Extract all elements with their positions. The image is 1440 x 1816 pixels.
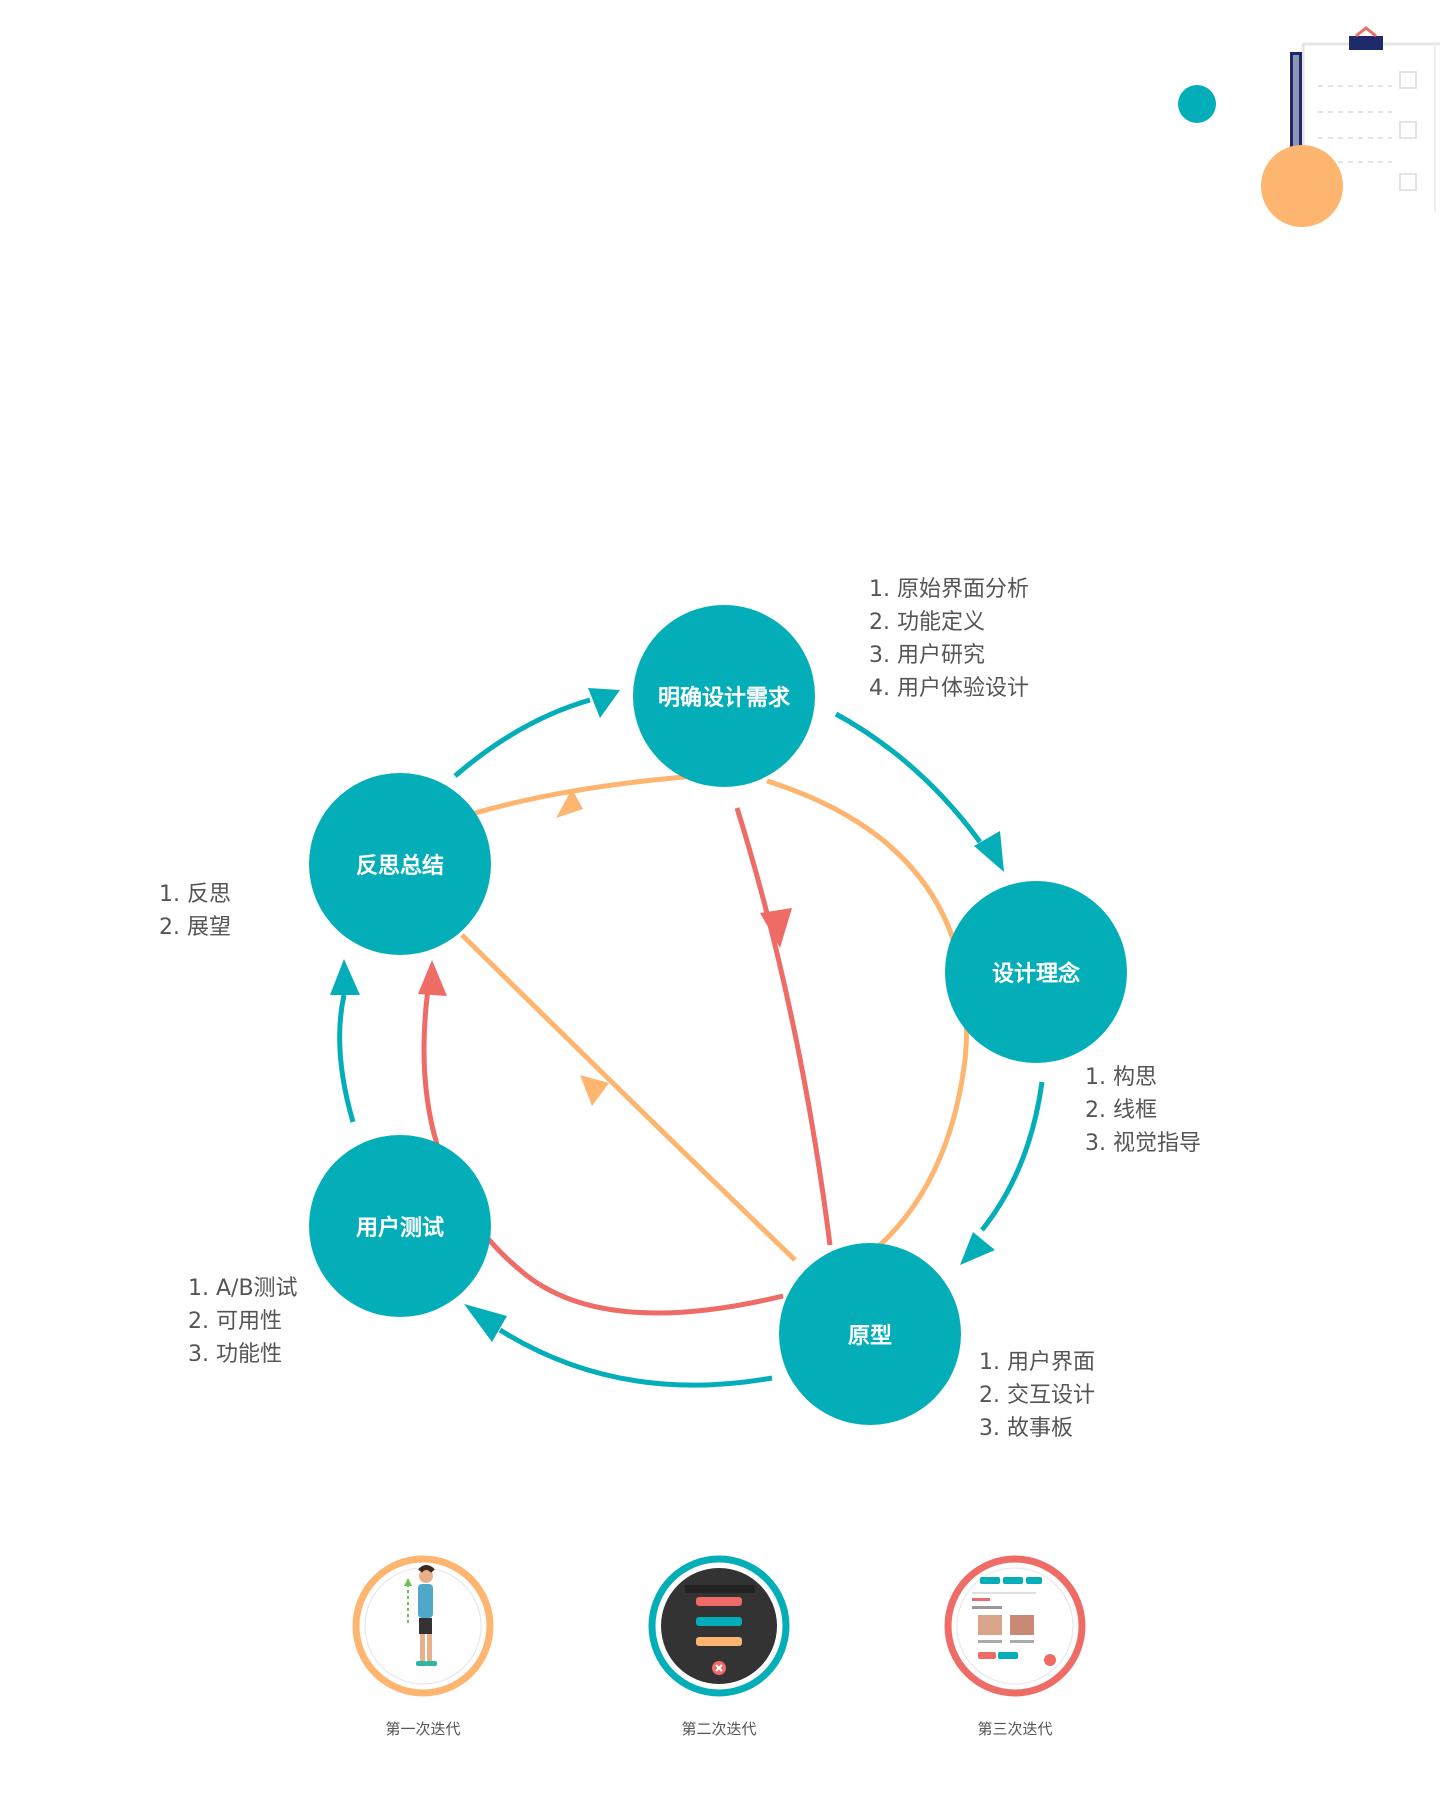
note-item: 3. 功能性 <box>188 1342 282 1367</box>
iteration-thumbnails <box>352 1555 1086 1697</box>
node-reflection-label: 反思总结 <box>355 854 444 879</box>
teal-arrowhead <box>588 688 620 718</box>
note-item: 1. A/B测试 <box>188 1276 298 1301</box>
iteration-2-thumbnail <box>648 1555 790 1697</box>
orange-arrowhead <box>580 1075 609 1106</box>
phone-menu-screen-icon <box>685 1585 755 1675</box>
orange-arc-reflection-to-requirements <box>471 772 711 817</box>
note-item: 3. 故事板 <box>979 1416 1073 1441</box>
teal-arrow-concept-to-prototype <box>980 1081 1045 1232</box>
note-item: 1. 反思 <box>159 882 231 907</box>
node-reflection <box>309 773 491 955</box>
teal-arrow-requirements-to-concept <box>834 711 983 844</box>
note-item: 2. 交互设计 <box>979 1383 1095 1408</box>
node-testing <box>309 1135 491 1317</box>
decorative-teal-dot <box>1178 85 1216 123</box>
note-item: 3. 视觉指导 <box>1085 1131 1201 1156</box>
teal-arrow-testing-to-reflection <box>337 994 356 1123</box>
decorative-orange-dot <box>1261 145 1343 227</box>
orange-arc-requirements-to-prototype <box>766 778 970 1247</box>
node-prototype-label: 原型 <box>847 1324 892 1349</box>
node-prototype <box>779 1243 961 1425</box>
tablet-training-screen-icon <box>972 1577 1056 1666</box>
note-item: 3. 用户研究 <box>869 643 985 668</box>
red-arrowhead <box>760 908 792 948</box>
red-arrowhead <box>418 960 447 996</box>
teal-arrowhead <box>960 1232 995 1265</box>
iteration-3-thumbnail <box>944 1555 1086 1697</box>
iteration-2-label: 第二次迭代 <box>681 1720 757 1738</box>
node-concept-label: 设计理念 <box>991 962 1080 987</box>
reflection-notes: 1. 反思 2. 展望 <box>159 878 231 944</box>
teal-arrowhead <box>464 1304 507 1342</box>
note-item: 2. 功能定义 <box>869 610 985 635</box>
iteration-1-thumbnail <box>352 1555 494 1697</box>
concept-notes: 1. 构思 2. 线框 3. 视觉指导 <box>1085 1061 1201 1160</box>
note-item: 2. 可用性 <box>188 1309 282 1334</box>
teal-arrowhead <box>974 831 1004 872</box>
note-item: 1. 构思 <box>1085 1065 1157 1090</box>
iteration-1-label: 第一次迭代 <box>385 1720 461 1738</box>
node-testing-label: 用户测试 <box>355 1216 444 1241</box>
note-item: 2. 展望 <box>159 915 231 940</box>
standing-person-icon <box>404 1565 437 1666</box>
decorative-illustration <box>1178 26 1440 227</box>
note-item: 4. 用户体验设计 <box>869 676 1029 701</box>
teal-arrowhead <box>330 959 360 995</box>
note-item: 1. 原始界面分析 <box>869 577 1029 602</box>
clipboard-icon <box>1290 26 1440 212</box>
testing-notes: 1. A/B测试 2. 可用性 3. 功能性 <box>188 1272 298 1371</box>
note-item: 2. 线框 <box>1085 1098 1157 1123</box>
prototype-notes: 1. 用户界面 2. 交互设计 3. 故事板 <box>979 1346 1095 1445</box>
node-requirements <box>633 605 815 787</box>
teal-arrow-reflection-to-requirements <box>453 697 591 778</box>
requirements-notes: 1. 原始界面分析 2. 功能定义 3. 用户研究 4. 用户体验设计 <box>869 573 1029 705</box>
orange-line-prototype-to-reflection <box>460 933 797 1262</box>
note-item: 1. 用户界面 <box>979 1350 1095 1375</box>
orange-arrowhead <box>556 789 583 818</box>
iteration-3-label: 第三次迭代 <box>977 1720 1053 1738</box>
teal-arrow-prototype-to-testing <box>498 1327 773 1388</box>
red-line-requirements-to-prototype <box>734 807 833 1246</box>
red-arc-prototype-to-reflection <box>421 974 784 1316</box>
node-requirements-label: 明确设计需求 <box>657 686 790 711</box>
node-concept <box>945 881 1127 1063</box>
